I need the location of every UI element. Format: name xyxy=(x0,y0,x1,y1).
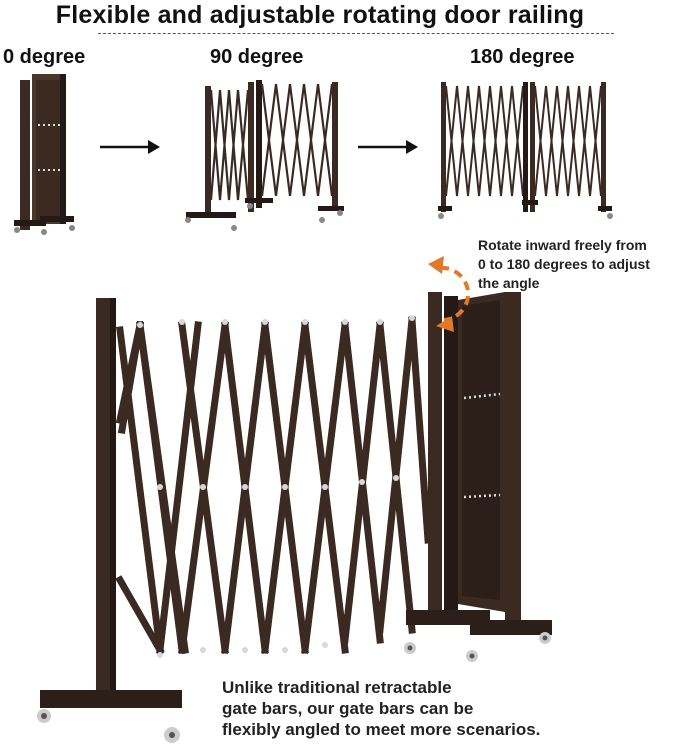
fully-open-gate-illustration xyxy=(438,82,613,219)
rotate-arrow-icon xyxy=(428,256,470,332)
page-title: Flexible and adjustable rotating door ra… xyxy=(55,1,585,29)
rotate-note-line: 0 to 180 degrees to adjust xyxy=(478,256,650,272)
stage-label-90-degree: 90 degree xyxy=(210,46,304,68)
title-underline xyxy=(98,33,614,34)
rotate-note-line: Rotate inward freely from xyxy=(478,237,647,253)
arrow-right-icon xyxy=(100,140,160,154)
bottom-note-line: Unlike traditional retractable xyxy=(222,678,452,697)
bottom-note: Unlike traditional retractable gate bars… xyxy=(222,677,540,740)
folded-gate-illustration xyxy=(14,74,75,235)
rotate-note: Rotate inward freely from 0 to 180 degre… xyxy=(478,236,650,293)
stage-label-180-degree: 180 degree xyxy=(470,46,575,68)
main-gate-illustration xyxy=(37,292,552,743)
half-open-gate-illustration xyxy=(185,80,344,231)
stage-label-0-degree: 0 degree xyxy=(3,46,86,68)
rotate-note-line: the angle xyxy=(478,275,540,291)
arrow-right-icon xyxy=(358,140,418,154)
bottom-note-line: flexibly angled to meet more scenarios. xyxy=(222,720,541,739)
bottom-note-line: gate bars, our gate bars can be xyxy=(222,699,474,718)
